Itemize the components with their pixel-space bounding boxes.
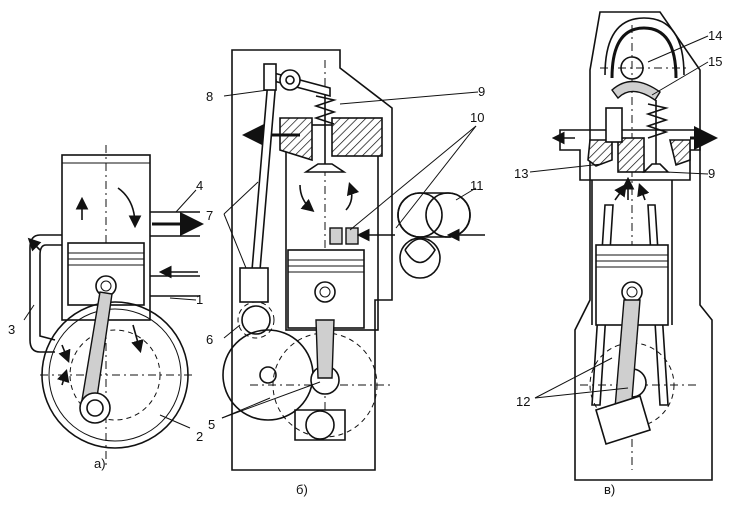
- cam-gear-b: [241, 305, 271, 335]
- panel-captions: а) б) в): [94, 456, 615, 497]
- label-4: 4: [196, 178, 203, 193]
- pushrod-b: [251, 79, 277, 271]
- transfer-passage-a: [29, 234, 62, 353]
- label-1: 1: [196, 292, 203, 307]
- injector-c: [605, 107, 623, 143]
- panel-a-engine: [23, 145, 204, 465]
- valve-head-b: [303, 163, 347, 173]
- label-3: 3: [8, 322, 15, 337]
- valve-spring-c: [645, 103, 669, 139]
- chain-cover-c: [604, 17, 685, 76]
- label-8: 8: [206, 89, 213, 104]
- conrod-a: [81, 291, 113, 405]
- label-13: 13: [514, 166, 528, 181]
- label-9: 9: [478, 84, 485, 99]
- caption-a: а): [94, 456, 106, 471]
- caption-b: б): [296, 482, 308, 497]
- label-10: 10: [470, 110, 484, 125]
- label-11: 11: [470, 178, 484, 193]
- casing-c: [574, 11, 713, 481]
- label-6: 6: [206, 332, 213, 347]
- cylinder-head-b: [331, 117, 383, 157]
- tappet-b: [239, 267, 269, 303]
- label-2: 2: [196, 429, 203, 444]
- caption-c: в): [604, 482, 615, 497]
- label-14: 14: [708, 28, 722, 43]
- idler-gear-b: [222, 329, 314, 421]
- crankpin-a: [79, 392, 111, 424]
- callout-labels: 1 2 3 4 5 6 7 8 9 10 11 12 13 14 15 9: [8, 28, 722, 444]
- label-7: 7: [206, 208, 213, 223]
- label-5: 5: [208, 417, 215, 432]
- label-9-c: 9: [708, 166, 715, 181]
- panel-b-engine: [221, 49, 485, 471]
- label-15: 15: [708, 54, 722, 69]
- blower-b: [397, 192, 471, 238]
- inlet-port-a: [150, 275, 200, 297]
- valve-spring-b: [313, 95, 337, 125]
- valve-c: [642, 163, 670, 173]
- label-12: 12: [516, 394, 530, 409]
- casing-b: [231, 49, 393, 471]
- panel-c-engine: [529, 11, 718, 481]
- rocker-c: [611, 80, 661, 101]
- conrod-b: [315, 319, 335, 379]
